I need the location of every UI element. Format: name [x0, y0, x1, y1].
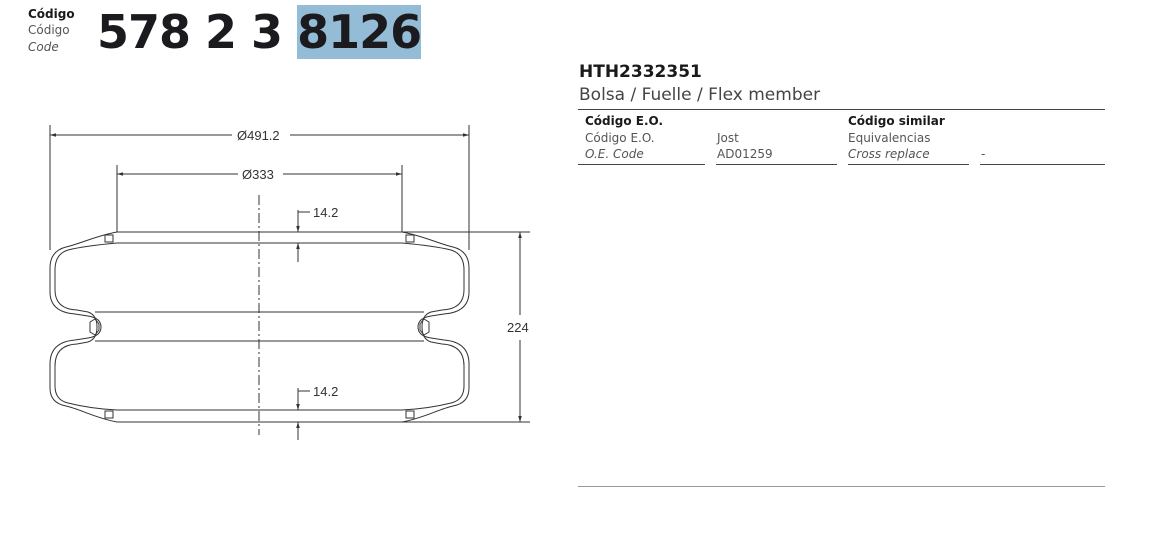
inner-diameter-label: Ø333	[242, 167, 274, 182]
oe-value: AD01259	[717, 147, 773, 161]
outer-diameter-label: Ø491.2	[237, 128, 280, 143]
divider	[578, 164, 705, 165]
code-highlight: 8126	[297, 5, 422, 59]
oe-brand: Jost	[717, 131, 739, 145]
oe-label-en: O.E. Code	[585, 147, 644, 161]
divider	[578, 109, 1105, 110]
similar-heading: Código similar	[848, 114, 945, 128]
product-code: 578 2 3 8126	[97, 5, 422, 59]
height-label: 224	[507, 320, 529, 335]
technical-drawing: Ø491.2 Ø333 14.2 14.2 224	[49, 125, 530, 440]
bottom-plate-label: 14.2	[313, 384, 338, 399]
similar-label-en: Cross replace	[848, 147, 930, 161]
divider	[848, 164, 969, 165]
product-description: Bolsa / Fuelle / Flex member	[579, 85, 821, 105]
divider	[980, 164, 1105, 165]
similar-value: -	[981, 147, 986, 161]
code-label-es: Código	[28, 23, 70, 37]
divider	[716, 164, 837, 165]
top-plate-label: 14.2	[313, 205, 338, 220]
similar-label-es: Equivalencias	[848, 131, 931, 145]
oe-heading: Código E.O.	[585, 114, 664, 128]
code-prefix: 578 2 3	[97, 5, 298, 59]
code-label-en: Code	[28, 40, 59, 54]
divider	[578, 486, 1105, 487]
product-reference: HTH2332351	[579, 62, 702, 82]
oe-label-es: Código E.O.	[585, 131, 655, 145]
code-label: Código	[28, 7, 75, 21]
